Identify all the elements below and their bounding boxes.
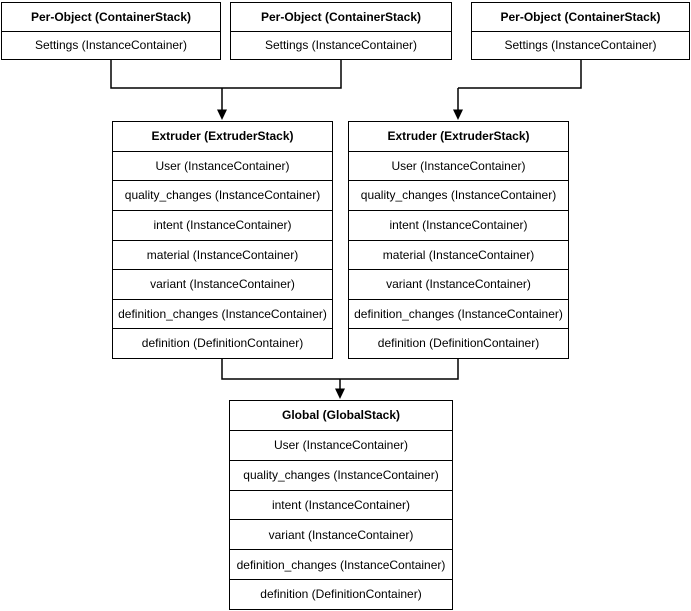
- stack-row-definition-changes: definition_changes (InstanceContainer): [349, 298, 568, 329]
- stack-row-variant: variant (InstanceContainer): [113, 269, 332, 299]
- stack-title: Per-Object (ContainerStack): [260, 9, 422, 24]
- per-object-stack-2: Per-Object (ContainerStack) Settings (In…: [230, 2, 452, 60]
- stack-row-quality-changes: quality_changes (InstanceContainer): [349, 180, 568, 210]
- per-object-stack-3: Per-Object (ContainerStack) Settings (In…: [471, 2, 690, 60]
- stack-row-definition: definition (DefinitionContainer): [349, 328, 568, 358]
- arrowhead-extruder-2: [453, 109, 463, 120]
- stack-row-definition-changes: definition_changes (InstanceContainer): [113, 298, 332, 329]
- stack-title: Extruder (ExtruderStack): [387, 129, 530, 144]
- stack-title: Per-Object (ContainerStack): [30, 9, 192, 24]
- arrowhead-global: [335, 388, 345, 399]
- stack-title: Extruder (ExtruderStack): [151, 129, 294, 144]
- stack-row: Settings (InstanceContainer): [231, 30, 451, 60]
- stack-row-user: User (InstanceContainer): [349, 150, 568, 181]
- stack-row-variant: variant (InstanceContainer): [349, 269, 568, 299]
- connector-perobjects-to-extruder-1: [110, 60, 342, 111]
- connector-perobject-to-extruder-2: [457, 60, 582, 111]
- per-object-stack-1: Per-Object (ContainerStack) Settings (In…: [1, 2, 221, 60]
- global-stack: Global (GlobalStack) User (InstanceConta…: [229, 400, 453, 610]
- stack-row-variant: variant (InstanceContainer): [230, 519, 452, 549]
- stack-title: Global (GlobalStack): [281, 408, 401, 423]
- stack-row: Settings (InstanceContainer): [2, 30, 220, 60]
- stack-row-material: material (InstanceContainer): [349, 239, 568, 270]
- stack-row-definition: definition (DefinitionContainer): [230, 579, 452, 609]
- stack-row-user: User (InstanceContainer): [230, 429, 452, 460]
- stack-row: Settings (InstanceContainer): [472, 30, 689, 60]
- stack-row-user: User (InstanceContainer): [113, 150, 332, 181]
- stack-row-quality-changes: quality_changes (InstanceContainer): [113, 180, 332, 210]
- connector-extruders-to-global: [221, 359, 459, 390]
- stack-row-intent: intent (InstanceContainer): [349, 209, 568, 240]
- stack-row-definition: definition (DefinitionContainer): [113, 328, 332, 358]
- arrowhead-extruder-1: [217, 109, 227, 120]
- stack-row-definition-changes: definition_changes (InstanceContainer): [230, 549, 452, 579]
- stack-row-intent: intent (InstanceContainer): [230, 489, 452, 520]
- stack-row-intent: intent (InstanceContainer): [113, 209, 332, 240]
- stack-row-quality-changes: quality_changes (InstanceContainer): [230, 459, 452, 490]
- stack-title: Per-Object (ContainerStack): [500, 9, 661, 24]
- extruder-stack-1: Extruder (ExtruderStack) User (InstanceC…: [112, 121, 333, 359]
- extruder-stack-2: Extruder (ExtruderStack) User (InstanceC…: [348, 121, 569, 359]
- stack-row-material: material (InstanceContainer): [113, 239, 332, 270]
